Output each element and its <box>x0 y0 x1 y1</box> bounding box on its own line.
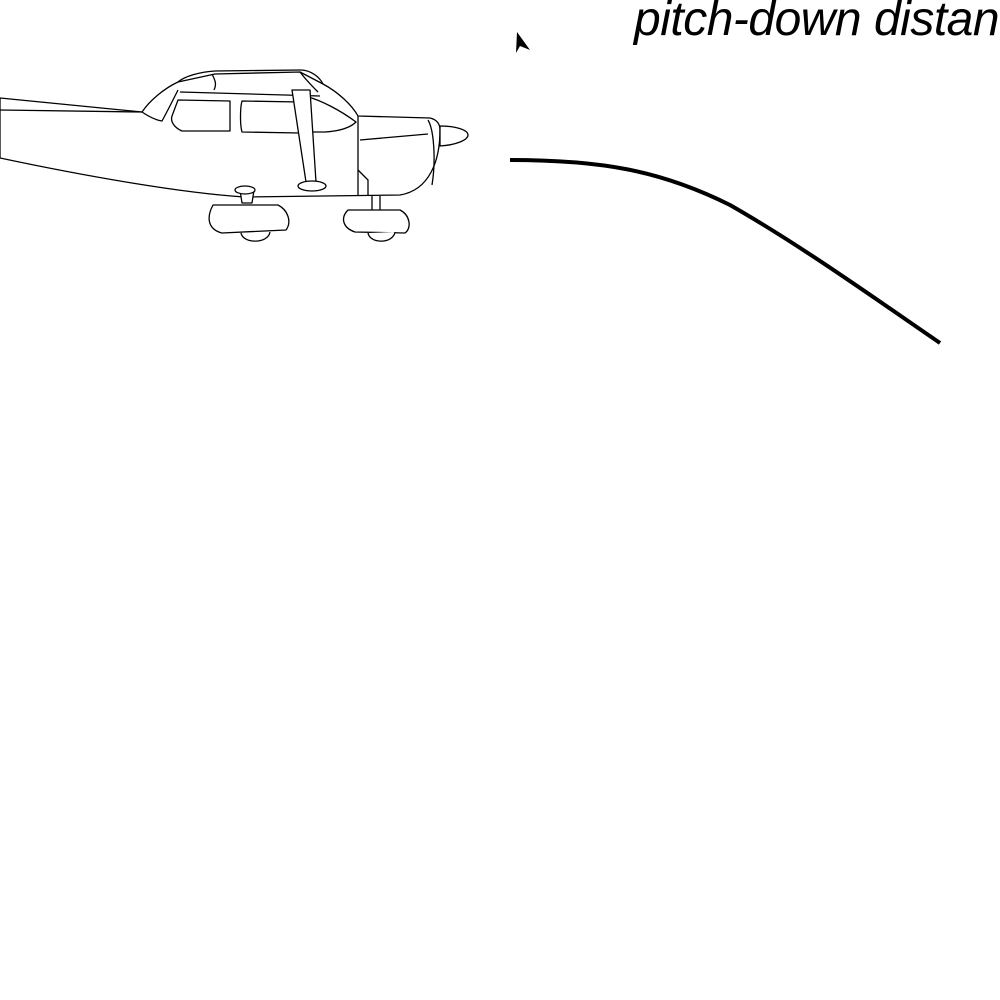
arrowhead-icon <box>516 32 530 53</box>
pitch-down-distance-label: pitch-down distance <box>634 0 1000 46</box>
pitch-down-trajectory <box>509 158 942 345</box>
airplane-icon <box>0 69 469 242</box>
